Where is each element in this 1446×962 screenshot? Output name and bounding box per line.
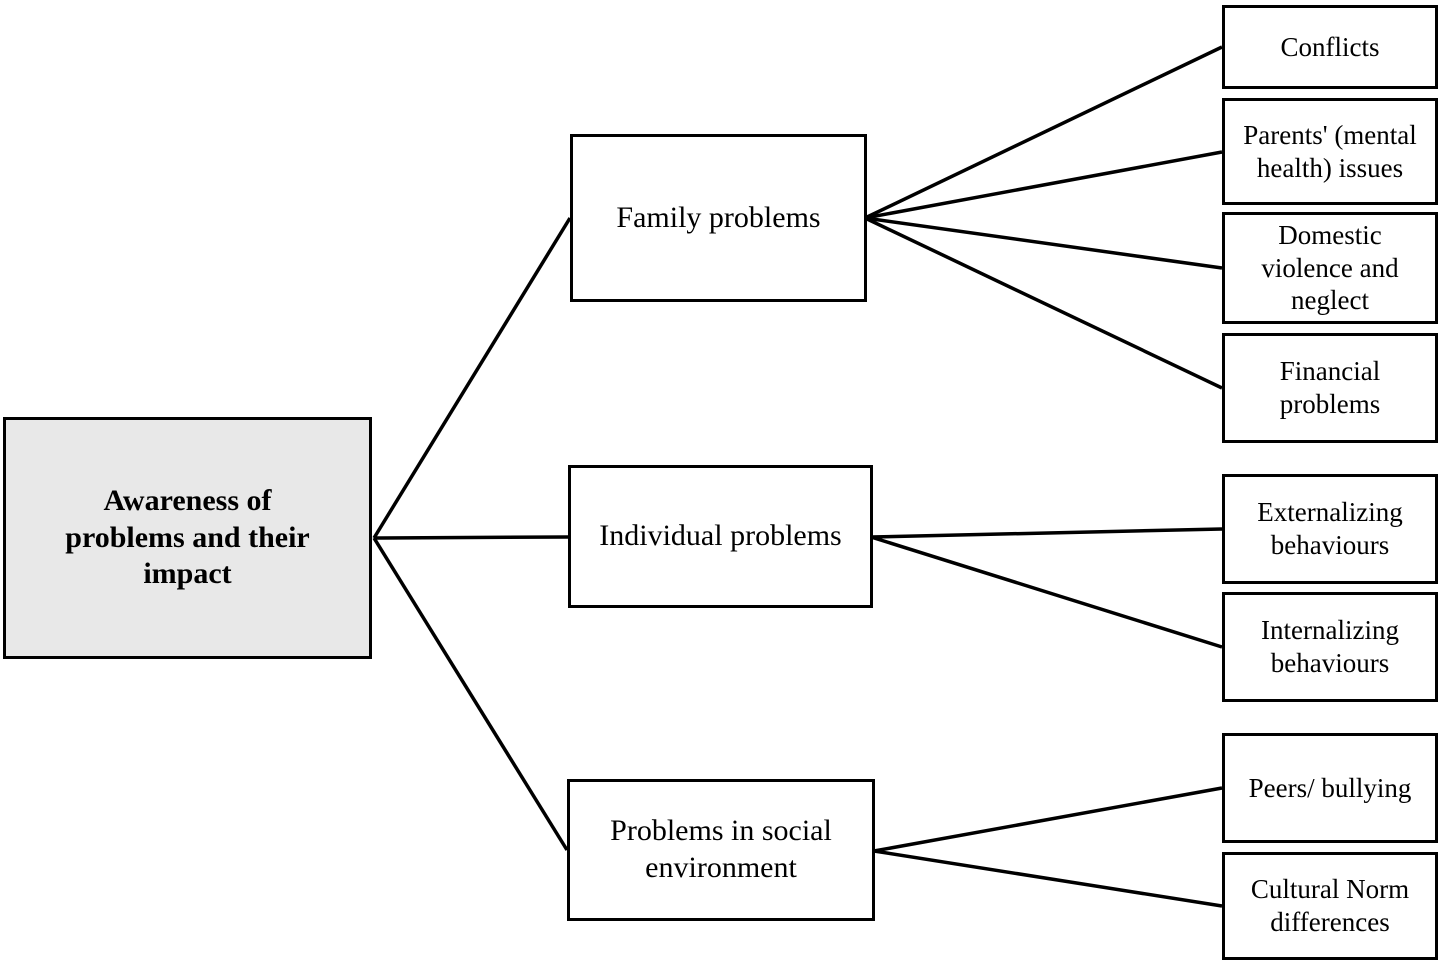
connector-line xyxy=(864,216,1223,270)
node-family-problems: Family problems xyxy=(570,134,867,302)
connector-line xyxy=(870,527,1223,539)
connector-line xyxy=(373,535,569,540)
node-label: Parents' (mental health) issues xyxy=(1243,119,1417,183)
connector-line xyxy=(864,216,1223,390)
node-individual-problems: Individual problems xyxy=(568,465,873,608)
node-label: Family problems xyxy=(616,200,821,234)
node-domestic-violence-neglect: Domestic violence and neglect xyxy=(1222,212,1438,324)
node-label: Externalizing behaviours xyxy=(1257,497,1403,560)
node-label: Internalizing behaviours xyxy=(1261,615,1399,678)
node-label: Conflicts xyxy=(1280,31,1380,62)
node-social-environment: Problems in social environment xyxy=(567,779,875,921)
node-parents-mental-health-issues: Parents' (mental health) issues xyxy=(1222,98,1438,205)
node-label: Awareness of problems and their impact xyxy=(65,484,310,591)
node-label: Individual problems xyxy=(599,519,842,553)
node-label: Cultural Norm differences xyxy=(1250,874,1410,937)
connector-line xyxy=(372,537,569,851)
connector-line xyxy=(870,535,1223,649)
node-label: Domestic violence and neglect xyxy=(1261,219,1399,316)
node-label: Financial problems xyxy=(1279,356,1381,419)
node-conflicts: Conflicts xyxy=(1222,5,1438,89)
connector-line xyxy=(864,45,1223,220)
node-financial-problems: Financial problems xyxy=(1222,333,1438,443)
node-internalizing-behaviours: Internalizing behaviours xyxy=(1222,592,1438,702)
node-awareness-root: Awareness of problems and their impact xyxy=(3,417,372,659)
node-peers-bullying: Peers/ bullying xyxy=(1222,733,1438,843)
node-label: Problems in social environment xyxy=(610,814,832,884)
node-cultural-norm-differences: Cultural Norm differences xyxy=(1222,852,1438,960)
connector-line xyxy=(873,849,1223,908)
node-label: Peers/ bullying xyxy=(1248,772,1412,803)
connector-line xyxy=(873,786,1223,853)
connector-line xyxy=(372,217,572,539)
node-externalizing-behaviours: Externalizing behaviours xyxy=(1222,474,1438,584)
connector-line xyxy=(864,150,1223,220)
